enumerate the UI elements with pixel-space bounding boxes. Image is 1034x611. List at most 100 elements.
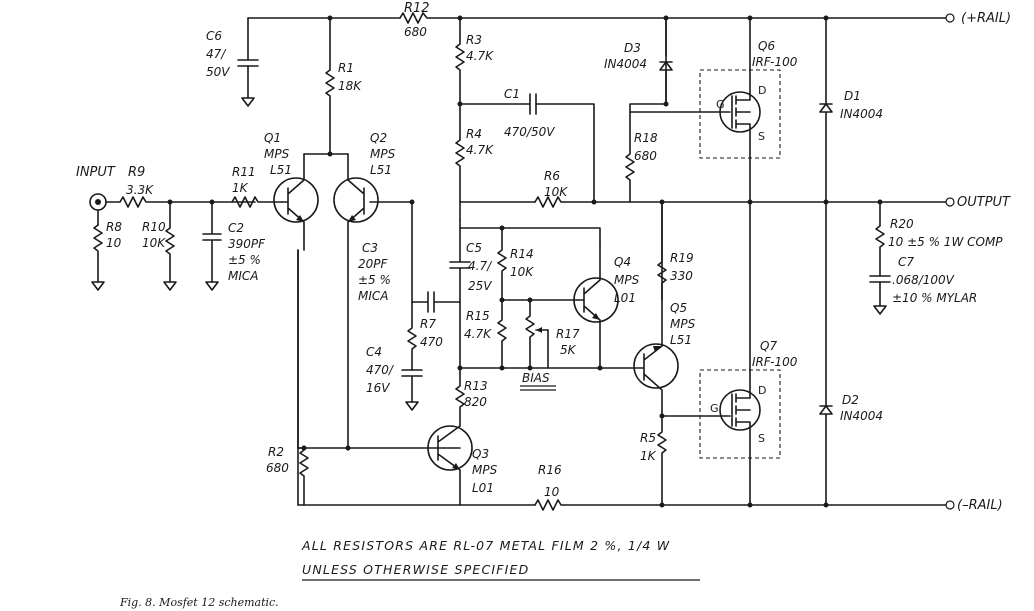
input-label: INPUT — [76, 165, 116, 180]
c4-value: 470/ — [366, 363, 395, 377]
r20-value: 10 ±5 % 1W COMP — [888, 235, 1003, 249]
c4-volt: 16V — [366, 381, 390, 395]
q7-drain-pin: D — [758, 384, 766, 397]
c5-volt: 25V — [468, 279, 492, 293]
r16-resistor — [534, 499, 566, 511]
c6-capacitor — [237, 17, 259, 107]
r1-name: R1 — [338, 61, 354, 75]
q4-transistor — [573, 245, 619, 369]
r10-name: R10 — [142, 220, 166, 234]
figure-caption: Fig. 8. Mosfet 12 schematic. — [119, 596, 279, 609]
q1-part: L51 — [270, 163, 292, 177]
r15-value: 4.7K — [464, 327, 492, 341]
d1-diode — [819, 15, 833, 205]
d1-value: IN4004 — [840, 107, 883, 121]
r17-value: 5K — [560, 343, 577, 357]
q7-source-pin: S — [758, 432, 765, 445]
input-jack — [89, 193, 107, 226]
q1-transistor — [273, 153, 319, 233]
q5-transistor — [597, 201, 679, 417]
q4-name: Q4 — [614, 255, 631, 269]
c7-capacitor — [869, 275, 891, 315]
d3-diode — [659, 15, 673, 107]
r16-value: 10 — [544, 485, 560, 499]
r13-resistor — [455, 367, 465, 427]
r19-value: 330 — [670, 269, 693, 283]
r17-potentiometer — [525, 297, 549, 369]
c4-name: C4 — [366, 345, 382, 359]
r11-resistor — [231, 196, 283, 208]
r12-value: 680 — [404, 25, 427, 39]
d2-name: D2 — [842, 393, 859, 407]
r6-name: R6 — [544, 169, 560, 183]
tail-wires — [297, 111, 349, 506]
r8-name: R8 — [106, 220, 122, 234]
r7-name: R7 — [420, 317, 436, 331]
r6-resistor — [534, 196, 597, 208]
q2-transistor — [333, 153, 413, 451]
q3-part: L01 — [472, 481, 494, 495]
r3-resistor — [455, 15, 465, 105]
r15-resistor — [497, 297, 579, 369]
q7-gate-pin: G — [710, 402, 719, 415]
positive-rail — [247, 12, 955, 24]
r9-name: R9 — [128, 165, 145, 180]
note-line-2: UNLESS OTHERWISE SPECIFIED — [302, 562, 529, 577]
q1-type: MPS — [264, 147, 290, 161]
r2-value: 680 — [266, 461, 289, 475]
c7-value: .068/100V — [892, 273, 955, 287]
r7-value: 470 — [420, 335, 443, 349]
c3-tol: ±5 % — [358, 273, 391, 287]
r18-name: R18 — [634, 131, 658, 145]
r4-resistor — [455, 103, 465, 221]
c2-value: 390PF — [228, 237, 266, 251]
r4-name: R4 — [466, 127, 482, 141]
r8-resistor — [91, 224, 105, 291]
q7-name: Q7 — [760, 339, 777, 353]
c2-tol: ±5 % — [228, 253, 261, 267]
d1-name: D1 — [844, 89, 861, 103]
r9-value: 3.3K — [126, 183, 154, 197]
q4-part: L01 — [614, 291, 636, 305]
r4-value: 4.7K — [466, 143, 494, 157]
r5-name: R5 — [640, 431, 656, 445]
r18-value: 680 — [634, 149, 657, 163]
c3-value: 20PF — [358, 257, 389, 271]
q6-source-pin: S — [758, 130, 765, 143]
pos-rail-label: (+RAIL) — [961, 11, 1011, 26]
r20-name: R20 — [890, 217, 914, 231]
r2-resistor — [297, 249, 461, 506]
negative-rail — [297, 500, 955, 510]
r18-resistor — [625, 17, 701, 203]
q2-name: Q2 — [370, 131, 387, 145]
r14-value: 10K — [510, 265, 534, 279]
r7-resistor — [407, 301, 417, 371]
r12-name: R12 — [404, 1, 430, 16]
r10-resistor — [163, 199, 177, 291]
q2-type: MPS — [370, 147, 396, 161]
r14-name: R14 — [510, 247, 534, 261]
neg-rail-label: (–RAIL) — [957, 498, 1003, 513]
c5-value: 4.7/ — [468, 259, 493, 273]
r1-value: 18K — [338, 79, 362, 93]
q3-transistor — [427, 425, 473, 506]
c2-type: MICA — [228, 269, 258, 283]
d3-value: IN4004 — [604, 57, 647, 71]
c5-name: C5 — [466, 241, 482, 255]
c3-name: C3 — [362, 241, 378, 255]
r8-value: 10 — [106, 236, 122, 250]
d2-diode — [819, 201, 833, 508]
r11-name: R11 — [232, 165, 256, 179]
c7-name: C7 — [898, 255, 914, 269]
q6-drain-pin: D — [758, 84, 766, 97]
c6-value: 47/ — [206, 47, 227, 61]
c5-capacitor — [449, 219, 601, 369]
q5-part: L51 — [670, 333, 692, 347]
q5-name: Q5 — [670, 301, 687, 315]
bias-node-line — [457, 365, 601, 371]
r13-value: 820 — [464, 395, 487, 409]
r15-name: R15 — [466, 309, 490, 323]
c3-type: MICA — [358, 289, 388, 303]
r10-value: 10K — [142, 236, 166, 250]
